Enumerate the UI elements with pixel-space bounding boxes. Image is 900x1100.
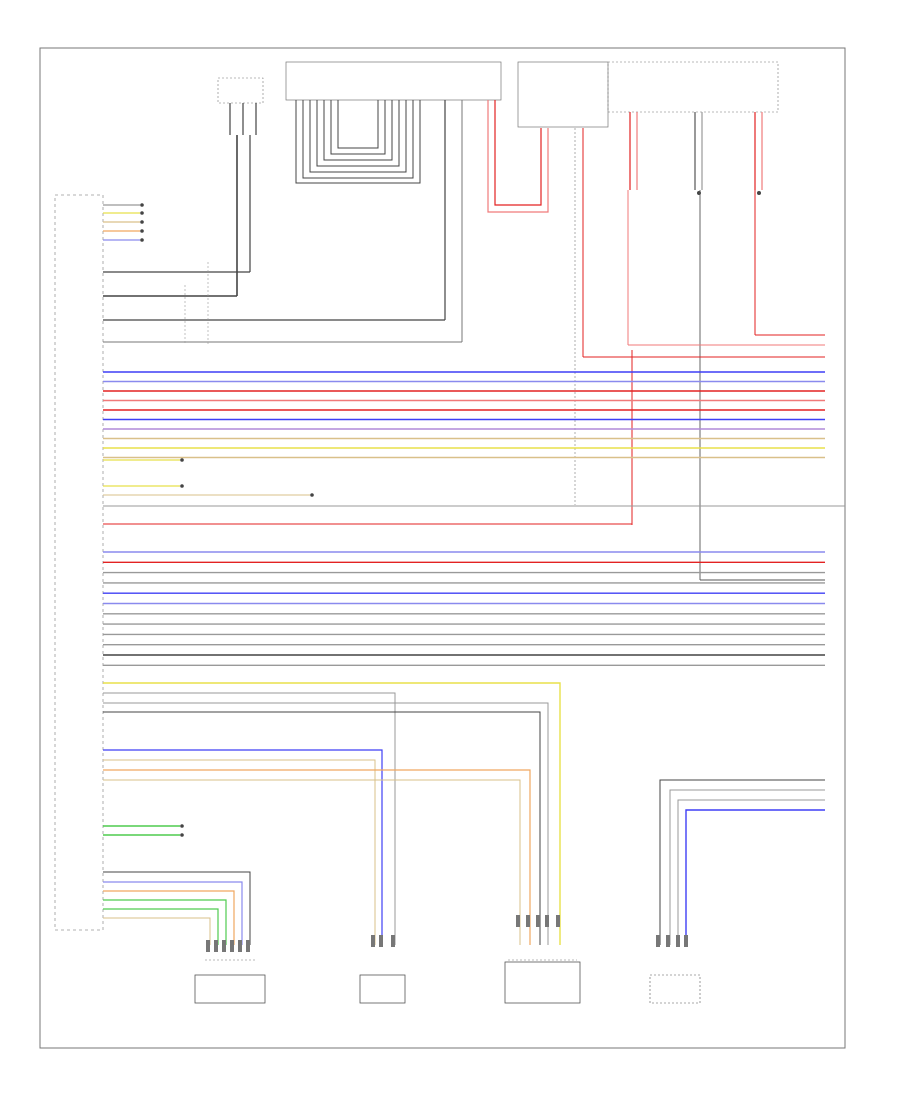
top-center-module bbox=[285, 61, 502, 184]
bottom-feed-wires bbox=[103, 682, 825, 945]
bottom-module-right bbox=[649, 974, 701, 1004]
diagram-frame bbox=[39, 47, 846, 1049]
harness-wire-group bbox=[103, 371, 825, 459]
main-harness-connector bbox=[54, 194, 104, 931]
bottom-module-left bbox=[194, 959, 266, 1004]
module-pin-marks bbox=[206, 915, 688, 952]
top-right-module bbox=[487, 61, 779, 213]
bottom-module-center bbox=[504, 959, 581, 1004]
top-left-switch bbox=[217, 77, 264, 135]
lower-wire-group bbox=[103, 551, 825, 666]
stub-wires bbox=[103, 334, 845, 525]
upper-left-wires bbox=[103, 135, 462, 345]
top-right-drops bbox=[629, 112, 763, 195]
top-feed-wires bbox=[444, 100, 756, 580]
bottom-module-center-left bbox=[359, 974, 406, 1004]
left-pin-cluster bbox=[103, 203, 144, 242]
